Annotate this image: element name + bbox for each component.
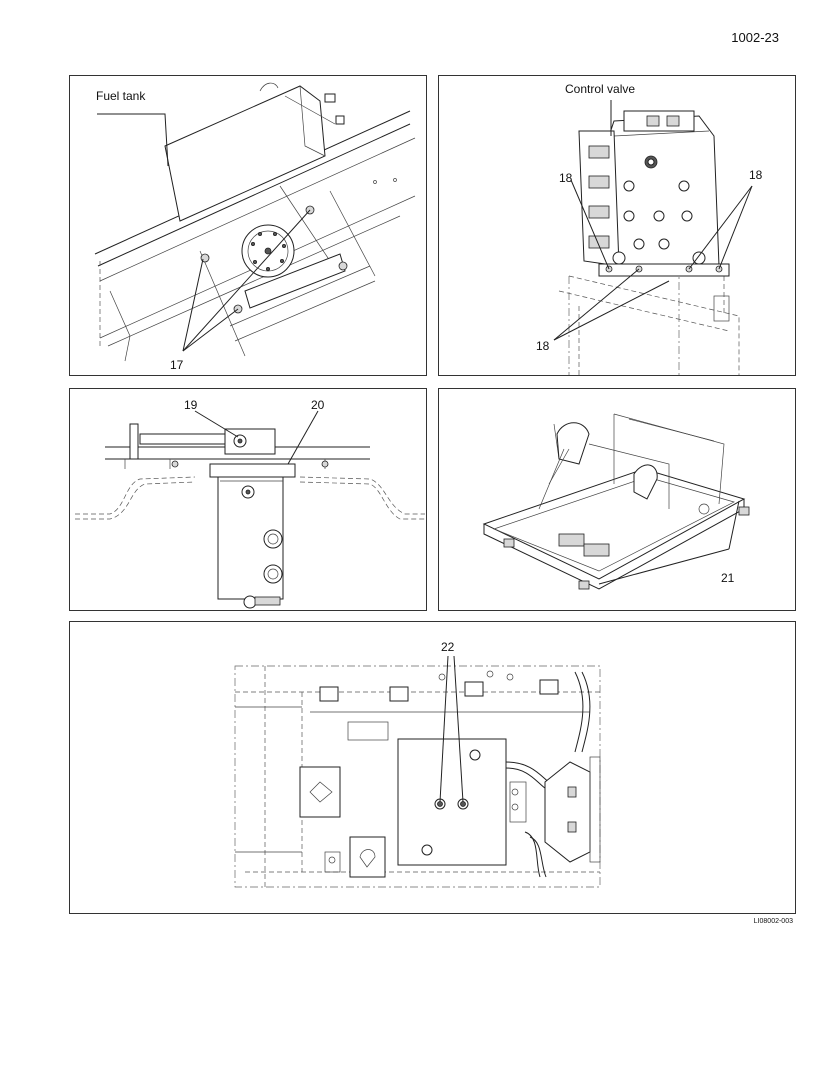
platform-drawing xyxy=(482,413,750,590)
plate-panel: 22 xyxy=(69,621,796,914)
valve-section-panel: 19 20 xyxy=(69,388,427,611)
page-number: 1002-23 xyxy=(731,30,779,45)
fuel-tank-panel: Fuel tank 17 xyxy=(69,75,427,376)
control-valve-label: Control valve xyxy=(565,82,636,96)
control-valve-drawing xyxy=(553,100,753,375)
figure-id: LI08002-003 xyxy=(753,918,793,925)
callout-17: 17 xyxy=(170,358,184,372)
callout-18-left: 18 xyxy=(559,171,573,185)
fuel-tank-label: Fuel tank xyxy=(96,89,146,103)
callout-22: 22 xyxy=(441,640,455,654)
control-valve-panel: Control valve 18 18 18 xyxy=(438,75,796,376)
plate-drawing xyxy=(234,655,601,888)
platform-panel: 21 xyxy=(438,388,796,611)
valve-section-drawing xyxy=(75,410,425,609)
callout-18-right: 18 xyxy=(749,168,763,182)
callout-21: 21 xyxy=(721,571,735,585)
callout-20: 20 xyxy=(311,398,325,412)
callout-18-bottom: 18 xyxy=(536,339,550,353)
callout-19: 19 xyxy=(184,398,198,412)
fuel-tank-drawing xyxy=(94,82,416,362)
